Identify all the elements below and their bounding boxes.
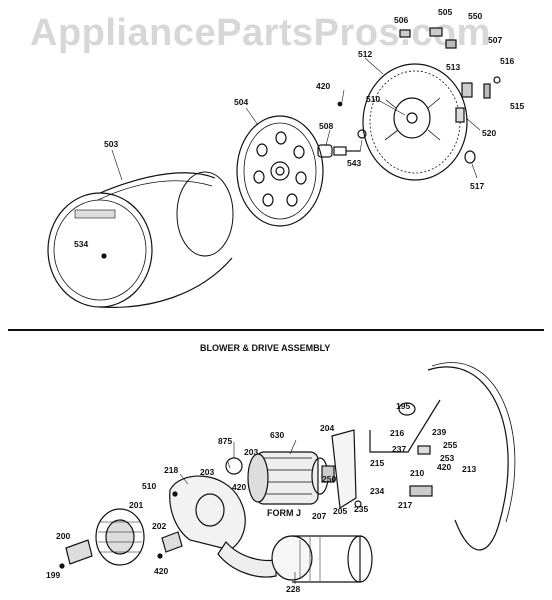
callout-516: 516 bbox=[500, 56, 515, 66]
callout-200: 200 bbox=[56, 531, 71, 541]
drive-belt bbox=[427, 362, 516, 551]
callout-237: 237 bbox=[392, 444, 407, 454]
callout-203: 203 bbox=[244, 447, 259, 457]
callout-217: 217 bbox=[398, 500, 413, 510]
callout-420-bottom: 420 bbox=[154, 566, 169, 576]
callout-195: 195 bbox=[396, 401, 411, 411]
callout-253: 253 bbox=[440, 453, 455, 463]
section-divider bbox=[8, 329, 544, 331]
callout-199: 199 bbox=[46, 570, 61, 580]
callout-203-b: 203 bbox=[200, 467, 215, 477]
callout-513: 513 bbox=[446, 62, 461, 72]
callout-550: 550 bbox=[468, 11, 483, 21]
watermark: AppliancePartsPros.com bbox=[30, 12, 491, 54]
callout-875: 875 bbox=[218, 436, 233, 446]
callout-508: 508 bbox=[319, 121, 334, 131]
callout-213: 213 bbox=[462, 464, 477, 474]
idler-arm bbox=[369, 399, 441, 497]
callout-210: 210 bbox=[410, 468, 425, 478]
callout-201: 201 bbox=[129, 500, 144, 510]
motor-mount bbox=[331, 429, 362, 510]
callout-218: 218 bbox=[164, 465, 179, 475]
callout-510-lower: 510 bbox=[142, 481, 157, 491]
callout-234: 234 bbox=[370, 486, 385, 496]
callout-505: 505 bbox=[438, 7, 453, 17]
callout-250: 250 bbox=[322, 474, 337, 484]
callout-512: 512 bbox=[358, 49, 373, 59]
callout-507: 507 bbox=[488, 35, 503, 45]
callout-420-lower: 420 bbox=[437, 462, 452, 472]
callout-207: 207 bbox=[312, 511, 327, 521]
callout-503: 503 bbox=[104, 139, 119, 149]
callout-515: 515 bbox=[510, 101, 525, 111]
callout-520: 520 bbox=[482, 128, 497, 138]
callout-205: 205 bbox=[333, 506, 348, 516]
callout-543: 543 bbox=[347, 158, 362, 168]
callout-420: 420 bbox=[316, 81, 331, 91]
callout-534: 534 bbox=[74, 239, 89, 249]
callout-420-motor: 420 bbox=[232, 482, 247, 492]
callout-228: 228 bbox=[286, 584, 301, 594]
callout-204: 204 bbox=[320, 423, 335, 433]
motor bbox=[225, 451, 335, 505]
bearing-assembly bbox=[317, 129, 367, 158]
form-label: FORM J bbox=[267, 508, 302, 518]
leader-lines bbox=[111, 57, 481, 584]
callout-510: 510 bbox=[366, 94, 381, 104]
section-title: BLOWER & DRIVE ASSEMBLY bbox=[200, 343, 331, 353]
drum-rear-panel bbox=[236, 115, 324, 227]
small-parts-top-right bbox=[337, 27, 501, 164]
small-parts-bottom-left bbox=[59, 491, 183, 569]
callout-216: 216 bbox=[390, 428, 405, 438]
blower-housing bbox=[169, 475, 246, 551]
callout-517: 517 bbox=[470, 181, 485, 191]
callout-215: 215 bbox=[370, 458, 385, 468]
exhaust-duct bbox=[217, 535, 373, 583]
drum bbox=[47, 171, 234, 308]
callout-630: 630 bbox=[270, 430, 285, 440]
callout-506: 506 bbox=[394, 15, 409, 25]
callout-239: 239 bbox=[432, 427, 447, 437]
callout-504: 504 bbox=[234, 97, 249, 107]
rear-bulkhead bbox=[362, 63, 468, 181]
callout-255: 255 bbox=[443, 440, 458, 450]
callout-202: 202 bbox=[152, 521, 167, 531]
blower-wheel bbox=[95, 508, 145, 566]
callout-235: 235 bbox=[354, 504, 369, 514]
